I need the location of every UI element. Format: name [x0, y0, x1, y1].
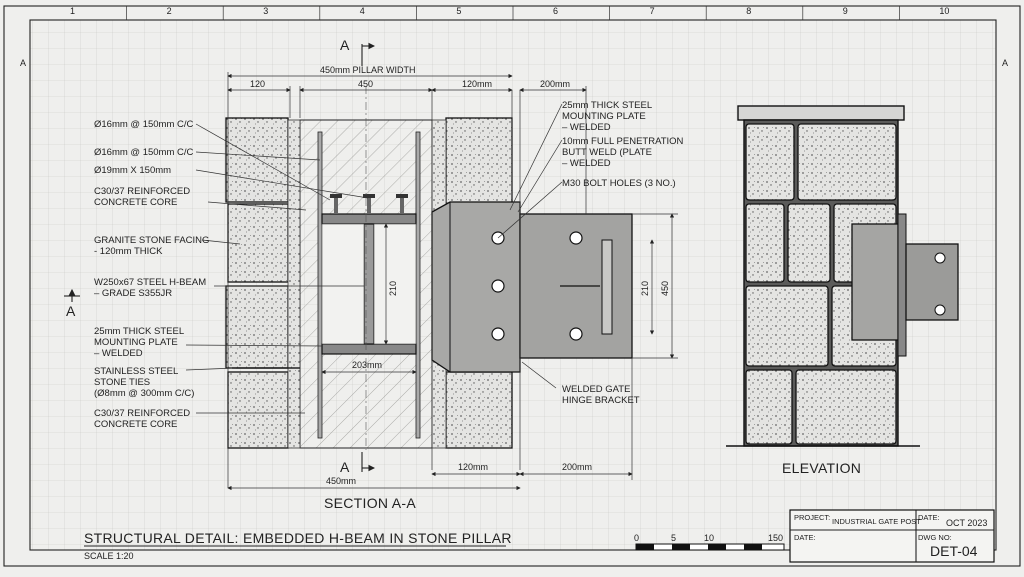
svg-text:120mm: 120mm — [462, 79, 492, 89]
scale-bar: 0 5 10 150 — [634, 533, 785, 551]
elevation-view — [726, 105, 959, 447]
svg-text:A: A — [340, 37, 350, 53]
drawing-title: STRUCTURAL DETAIL: EMBEDDED H-BEAM IN ST… — [84, 530, 512, 546]
grid-column-4: 4 — [360, 6, 365, 16]
svg-text:A: A — [66, 303, 76, 319]
grid-column-1: 1 — [70, 6, 75, 16]
svg-text:450: 450 — [358, 79, 373, 89]
elevation-bracket — [905, 243, 959, 321]
right-callout-3: M30 BOLT HOLES (3 NO.) — [562, 178, 676, 189]
scale-text: SCALE 1:20 — [84, 551, 134, 561]
left-leaders — [185, 123, 369, 414]
svg-text:PROJECT:: PROJECT: — [794, 513, 830, 522]
grid-column-7: 7 — [650, 6, 655, 16]
svg-text:120mm: 120mm — [458, 462, 488, 472]
svg-text:450mm PILLAR WIDTH: 450mm PILLAR WIDTH — [320, 65, 416, 75]
svg-text:210: 210 — [640, 281, 650, 296]
section-cut-top: A — [340, 37, 376, 66]
svg-text:DATE:: DATE: — [918, 513, 940, 522]
grid-column-2: 2 — [167, 6, 172, 16]
grid-column-6: 6 — [553, 6, 558, 16]
dimension-lines: 450mm PILLAR WIDTH 120 450 120mm 200mm 2… — [227, 65, 678, 491]
section-a-a — [225, 72, 633, 488]
left-callout-6: W250x67 STEEL H-BEAM– GRADE S355JR — [94, 277, 206, 299]
grid-column-5: 5 — [456, 6, 461, 16]
svg-text:450mm: 450mm — [326, 476, 356, 486]
svg-text:A: A — [340, 459, 350, 475]
grid-column-9: 9 — [843, 6, 848, 16]
left-callout-5: GRANITE STONE FACING- 120mm THICK — [94, 235, 209, 257]
left-callout-2: Ø16mm @ 150mm C/C — [94, 147, 194, 158]
svg-text:203mm: 203mm — [352, 360, 382, 370]
section-cut-bottom: A — [340, 452, 376, 475]
date-value: OCT 2023 — [946, 518, 987, 528]
svg-text:0: 0 — [634, 533, 639, 543]
rebar-left — [317, 131, 323, 439]
section-title: SECTION A-A — [324, 495, 416, 511]
grid-column-3: 3 — [263, 6, 268, 16]
left-callout-1: Ø16mm @ 150mm C/C — [94, 119, 194, 130]
mounting-plate — [431, 201, 521, 373]
right-leaders — [497, 103, 563, 389]
svg-text:200mm: 200mm — [562, 462, 592, 472]
rebar-right — [415, 131, 421, 439]
left-callout-3: Ø19mm X 150mm — [94, 165, 171, 176]
grid-column-markers: 1 2 3 4 5 6 7 8 9 10 — [70, 6, 949, 20]
svg-text:200mm: 200mm — [540, 79, 570, 89]
grid-column-8: 8 — [746, 6, 751, 16]
elevation-plate — [851, 223, 899, 341]
drawing-number: DET-04 — [930, 543, 978, 559]
grid-column-10: 10 — [939, 6, 949, 16]
elevation-title: ELEVATION — [782, 460, 861, 476]
h-beam — [321, 213, 417, 355]
svg-text:450: 450 — [660, 281, 670, 296]
svg-text:210: 210 — [388, 281, 398, 296]
svg-text:120: 120 — [250, 79, 265, 89]
svg-text:DATE:: DATE: — [794, 533, 816, 542]
shear-studs — [330, 194, 408, 214]
svg-text:10: 10 — [704, 533, 714, 543]
svg-text:DWG NO:: DWG NO: — [918, 533, 952, 542]
svg-text:150: 150 — [768, 533, 783, 543]
title-block: PROJECT: INDUSTRIAL GATE POST DATE: OCT … — [789, 509, 995, 563]
grid-row-marker-right: A — [1002, 58, 1008, 68]
project-name: INDUSTRIAL GATE POST — [832, 517, 921, 526]
section-cut-left: A — [64, 288, 80, 319]
svg-text:5: 5 — [671, 533, 676, 543]
grid-row-marker-left: A — [20, 58, 26, 68]
left-callouts: Ø16mm @ 150mm C/C Ø16mm @ 150mm C/C Ø19mm … — [94, 119, 209, 430]
pillar-cap — [737, 105, 905, 121]
